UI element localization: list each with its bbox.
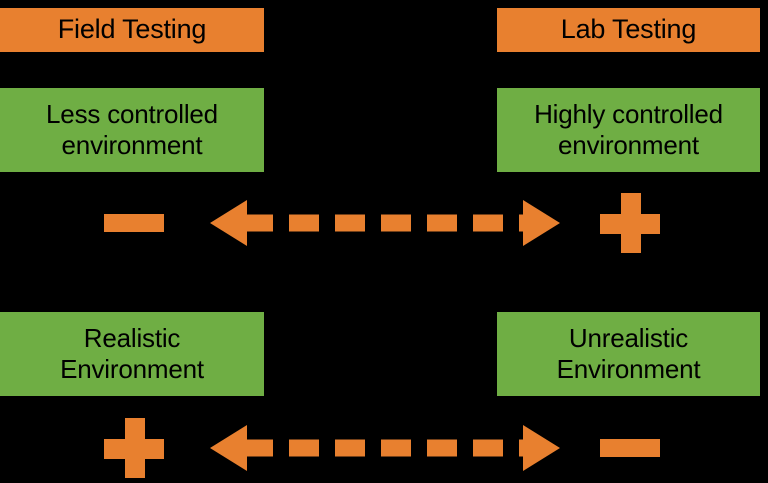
attribute-left-control: Less controlled environment [0,88,264,172]
scale-realism: + − [0,413,768,483]
column-header-field-testing: Field Testing [0,8,264,52]
attribute-right-control: Highly controlled environment [497,88,760,172]
plus-sign-icon: + [104,418,164,478]
scale-control: − + [0,188,768,258]
double-arrow-dashed-icon [207,413,563,483]
minus-sign-icon: − [104,214,164,232]
double-arrow-dashed-icon [207,188,563,258]
attribute-right-realism: Unrealistic Environment [497,312,760,396]
attribute-left-realism: Realistic Environment [0,312,264,396]
minus-sign-icon: − [600,439,660,457]
column-header-lab-testing: Lab Testing [497,8,760,52]
plus-sign-icon: + [600,193,660,253]
